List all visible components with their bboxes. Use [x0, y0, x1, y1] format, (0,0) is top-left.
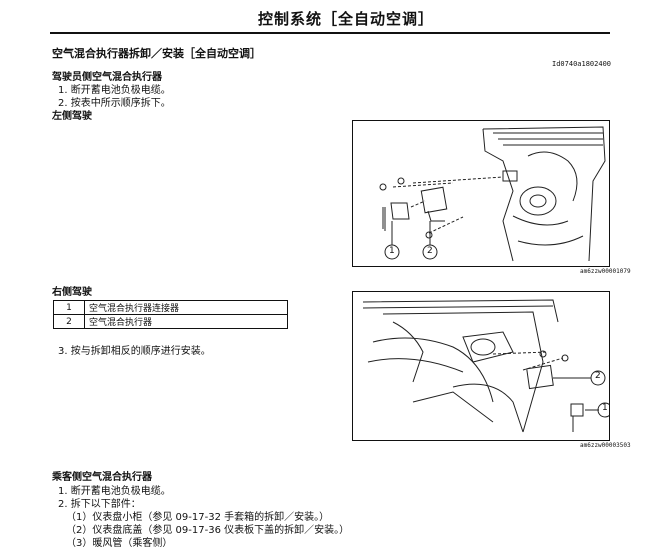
legend-label: 空气混合执行器连接器 [84, 300, 288, 315]
figure2-callout-2: 2 [595, 371, 601, 381]
figure2-callout-1: 1 [602, 403, 608, 413]
lhd-illustration-drawing [379, 126, 606, 262]
passenger-substep-1: （1）仪表盘小柜（参见 09-17-32 手套箱的拆卸／安装。） [66, 512, 330, 523]
document-id: Id0740a1802400 [552, 60, 612, 68]
page-title: 控制系统［全自动空调］ [258, 10, 435, 28]
figure1-callout-2: 2 [427, 246, 433, 256]
parts-legend-table: 1 空气混合执行器连接器 2 空气混合执行器 [53, 300, 288, 329]
rhd-heading: 右侧驾驶 [52, 287, 92, 298]
table-row: 1 空气混合执行器连接器 [53, 300, 288, 315]
legend-number: 1 [53, 300, 85, 315]
rhd-illustration-drawing [362, 299, 609, 433]
figure1-code: am6zzw00001079 [580, 268, 631, 275]
passenger-substep-3: （3）暖风管（乘客侧） [66, 538, 173, 549]
driver-side-heading: 驾驶员侧空气混合执行器 [52, 72, 162, 83]
driver-step-2: 2. 按表中所示顺序拆下。 [58, 98, 171, 109]
passenger-step-1: 1. 断开蓄电池负极电缆。 [58, 486, 171, 497]
rhd-illustration: 2 1 [352, 291, 610, 441]
header-divider [50, 32, 610, 34]
driver-step-3: 3. 按与拆卸相反的顺序进行安装。 [58, 346, 211, 357]
figure2-code: am6zzw00003503 [580, 442, 631, 449]
passenger-substep-2: （2）仪表盘底盖（参见 09-17-36 仪表板下盖的拆卸／安装。） [66, 525, 350, 536]
passenger-step-2: 2. 拆下以下部件： [58, 499, 141, 510]
driver-step-1: 1. 断开蓄电池负极电缆。 [58, 85, 171, 96]
passenger-side-heading: 乘客侧空气混合执行器 [52, 472, 152, 483]
lhd-heading: 左侧驾驶 [52, 111, 92, 122]
table-row: 2 空气混合执行器 [53, 314, 288, 329]
section-title: 空气混合执行器拆卸／安装［全自动空调］ [52, 47, 261, 60]
figure1-callout-1: 1 [389, 246, 395, 256]
legend-label: 空气混合执行器 [84, 314, 288, 329]
legend-number: 2 [53, 314, 85, 329]
lhd-illustration: 1 2 [352, 120, 610, 267]
